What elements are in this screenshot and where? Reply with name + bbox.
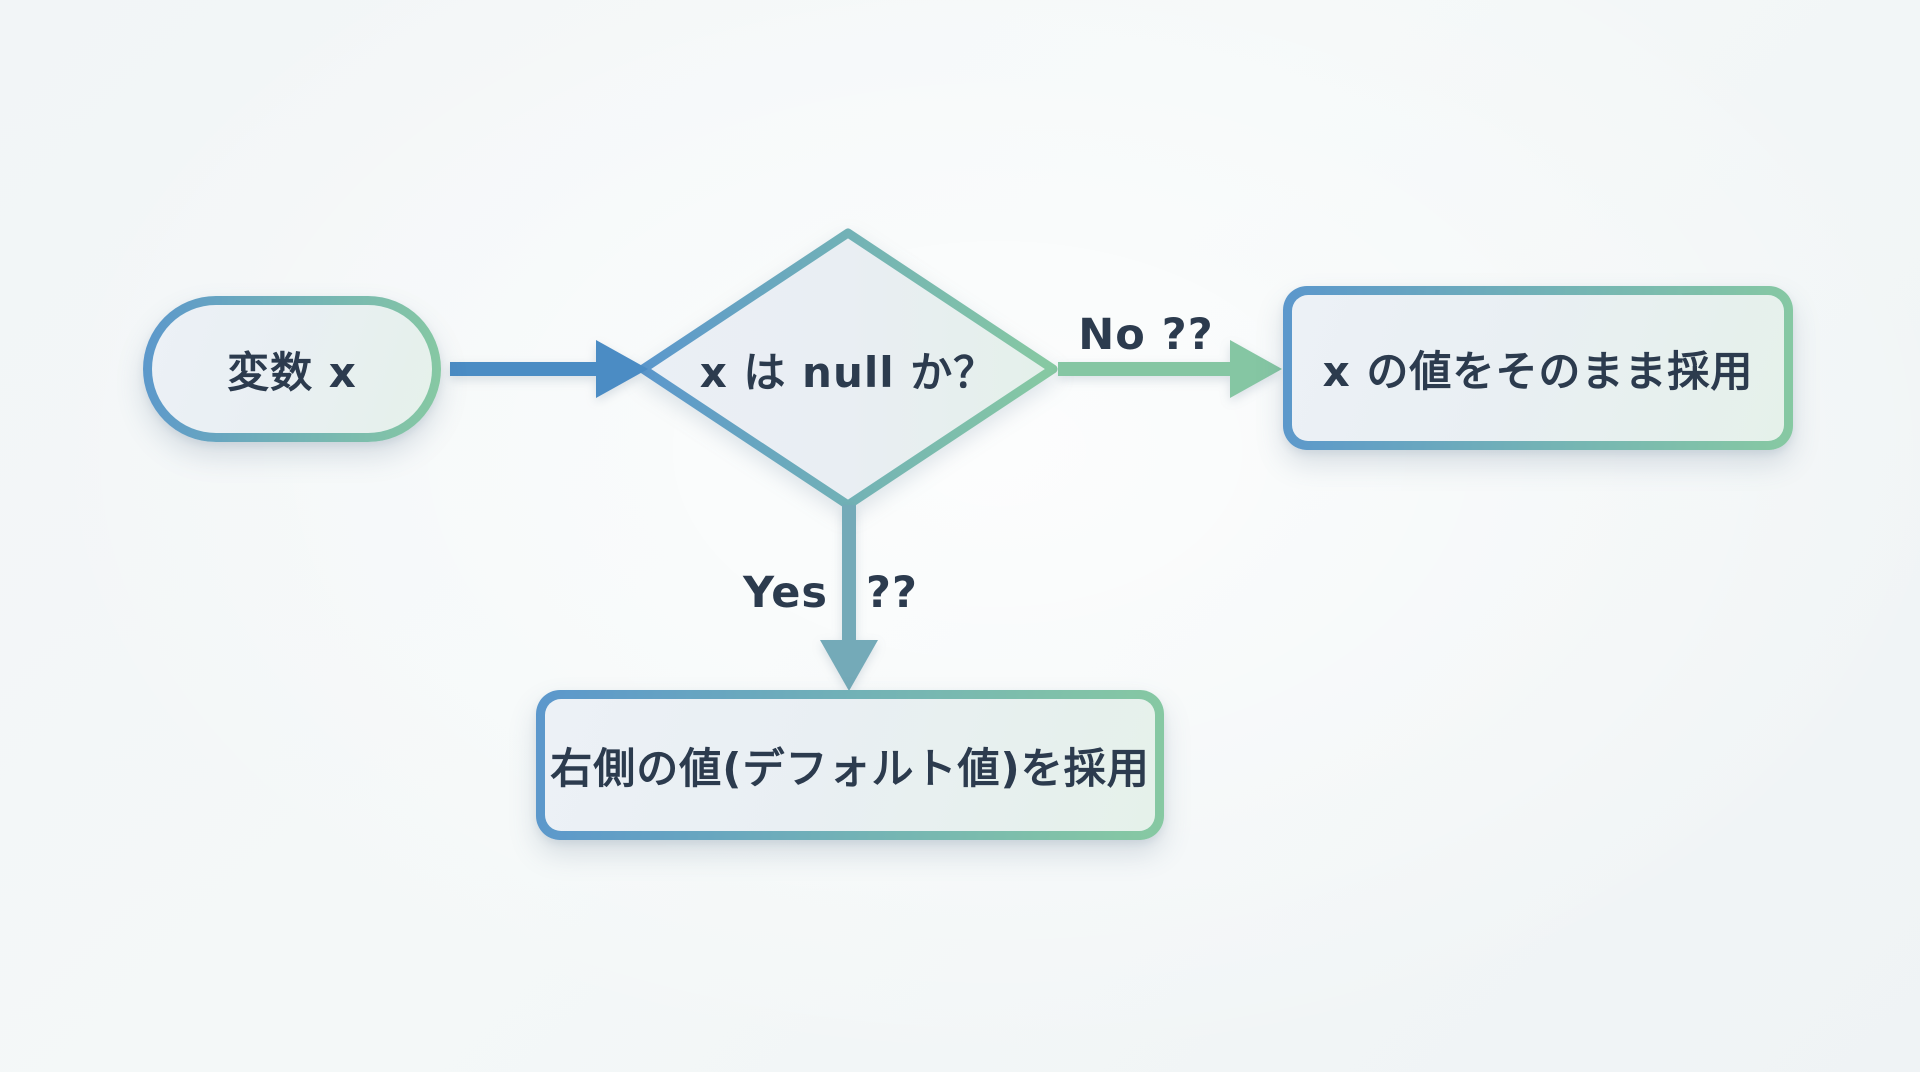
node-no-result: x の値をそのまま採用: [1283, 286, 1793, 450]
node-start-label: 変数 x: [227, 347, 357, 397]
arrow-start-to-decision: [450, 340, 648, 398]
edge-label-yes-operator: ??: [866, 568, 918, 618]
node-no-result-label: x の値をそのまま採用: [1322, 346, 1754, 396]
node-yes-result-body: 右側の値(デフォルト値)を採用: [545, 699, 1155, 831]
node-decision: x は null か？: [668, 340, 1028, 398]
arrow-yes-branch: [820, 505, 878, 691]
edge-label-no: No ??: [1078, 310, 1214, 360]
node-yes-result-label: 右側の値(デフォルト値)を採用: [550, 743, 1150, 793]
arrow-no-branch: [1058, 340, 1282, 398]
node-yes-result: 右側の値(デフォルト値)を採用: [536, 690, 1164, 840]
node-start-body: 変数 x: [152, 305, 432, 433]
node-start: 変数 x: [143, 296, 441, 442]
decision-diamond-shape: [638, 228, 1058, 510]
edge-label-yes: Yes: [743, 568, 828, 618]
node-no-result-body: x の値をそのまま採用: [1292, 295, 1784, 441]
node-decision-label: x は null か？: [699, 347, 997, 397]
